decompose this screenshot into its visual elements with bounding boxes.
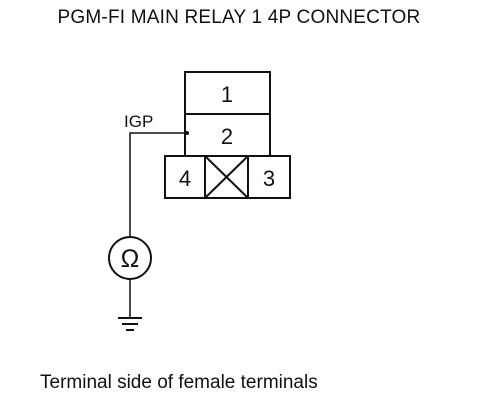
connector-lower-row [164, 155, 291, 199]
terminal-side-caption: Terminal side of female terminals [40, 372, 318, 393]
diagram-title: PGM-FI MAIN RELAY 1 4P CONNECTOR [57, 7, 421, 28]
wire-label-igp: IGP [124, 112, 153, 131]
pin-label-2: 2 [221, 124, 233, 149]
lock-cross-line-b [204, 155, 249, 199]
pin-label-1: 1 [221, 82, 233, 107]
probe-tip [185, 131, 189, 135]
pin-label-4: 4 [179, 166, 191, 191]
probe-lead-wire [129, 132, 187, 237]
connector [164, 71, 291, 199]
ground-icon [118, 317, 142, 331]
ohm-symbol: Ω [121, 245, 140, 273]
pin-label-3: 3 [263, 166, 275, 191]
